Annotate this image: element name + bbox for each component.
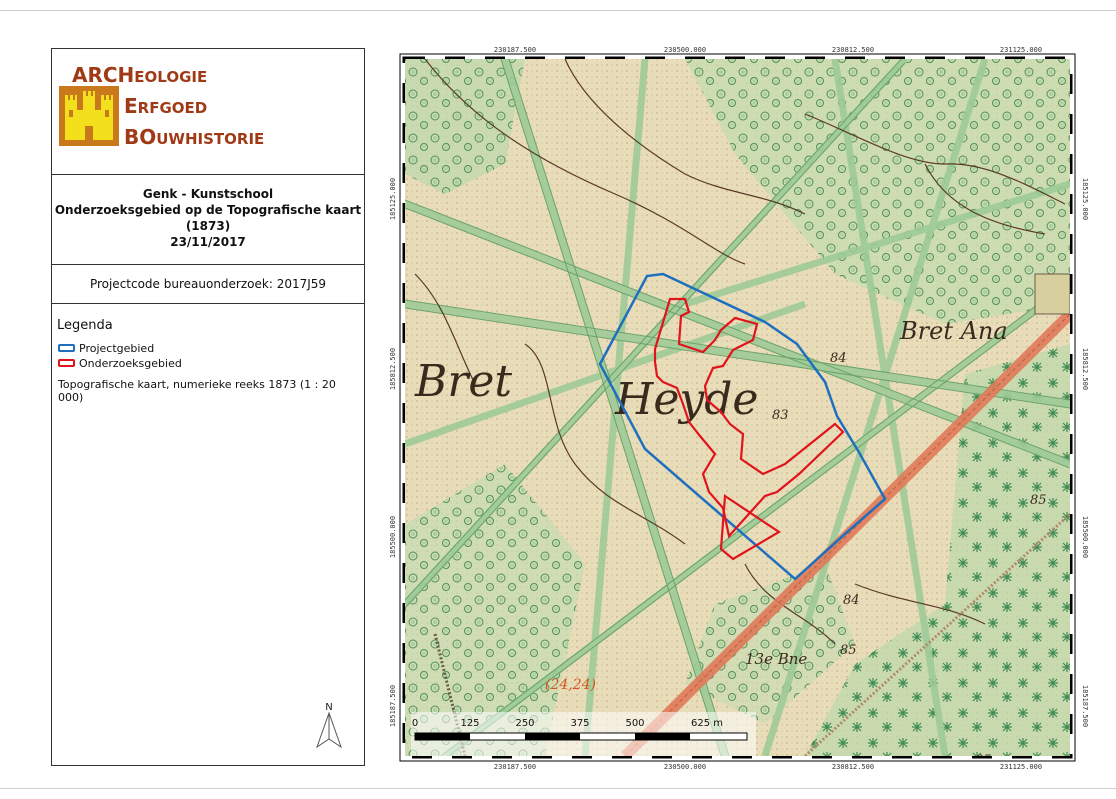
- legend-item-onderzoeksgebied: Onderzoeksgebied: [58, 356, 182, 370]
- logo-line-1: ARCHEOLOGIE: [72, 63, 208, 87]
- legend-basemap-note: Topografische kaart, numerieke reeks 187…: [58, 378, 336, 404]
- projectgebied-boundary: [598, 272, 887, 581]
- scalebar-label: 125: [460, 718, 479, 729]
- y-tick-left: 185187.500: [389, 685, 397, 727]
- legend-swatch-red: [58, 359, 75, 367]
- y-tick-right: 185812.500: [1081, 348, 1089, 390]
- topographic-map[interactable]: Bret Heyde Bret Ana 83 84 85 84 85 85 13…: [385, 44, 1090, 771]
- map-label-84: 84: [830, 351, 847, 366]
- map-label-85: 85: [1030, 493, 1047, 508]
- y-tick-right: 185500.000: [1081, 516, 1089, 558]
- map-label-85b: 85: [840, 643, 857, 658]
- y-tick-left: 185125.000: [389, 178, 397, 220]
- y-tick-left: 185500.000: [389, 516, 397, 558]
- y-tick-left: 185812.500: [389, 348, 397, 390]
- x-tick-bottom: 230500.000: [664, 763, 706, 770]
- scalebar-label: 0: [412, 718, 418, 729]
- title-line-3: (1873): [185, 219, 231, 233]
- x-tick-top: 230500.000: [664, 46, 706, 54]
- legend-swatch-blue: [58, 344, 75, 352]
- x-tick-top: 230187.500: [494, 46, 536, 54]
- x-tick-bottom: 231125.000: [1000, 763, 1042, 770]
- legend-title: Legenda: [57, 318, 113, 333]
- scalebar-label: 500: [625, 718, 644, 729]
- legend-label: Onderzoeksgebied: [79, 356, 182, 370]
- map-label-bret-ana: Bret Ana: [899, 317, 1008, 345]
- title-line-2: Onderzoeksgebied op de Topografische kaa…: [54, 203, 362, 217]
- north-arrow-icon: N: [314, 699, 344, 749]
- logo-line-3: BOUWHISTORIE: [124, 125, 265, 149]
- x-tick-bottom: 230187.500: [494, 763, 536, 770]
- x-tick-bottom: 230812.500: [832, 763, 874, 770]
- map-label-road-number: (24,24): [545, 677, 596, 693]
- scalebar-label: 625 m: [691, 718, 723, 729]
- y-tick-right: 185187.500: [1081, 685, 1089, 727]
- map-frame[interactable]: Bret Heyde Bret Ana 83 84 85 84 85 85 13…: [385, 44, 1090, 771]
- x-tick-top: 231125.000: [1000, 46, 1042, 54]
- map-label-84b: 84: [843, 593, 860, 608]
- legend-label: Projectgebied: [79, 341, 155, 355]
- info-panel: ARCHEOLOGIE ERFGOED BOUWHISTORIE Genk - …: [51, 48, 365, 766]
- y-tick-right: 185125.000: [1081, 178, 1089, 220]
- project-code: Projectcode bureauonderzoek: 2017J59: [52, 265, 364, 304]
- map-label-heyde: Heyde: [614, 374, 758, 425]
- map-label-85c: 85: [975, 753, 992, 768]
- map-label-83: 83: [772, 408, 789, 423]
- castle-icon: [59, 86, 119, 146]
- logo: ARCHEOLOGIE ERFGOED BOUWHISTORIE: [52, 49, 364, 175]
- scale-bar: 0 125 250 375 500 625 m: [411, 712, 756, 756]
- onderzoeksgebied-boundary: [653, 297, 845, 539]
- x-tick-top: 230812.500: [832, 46, 874, 54]
- north-label: N: [325, 702, 332, 713]
- scalebar-label: 375: [570, 718, 589, 729]
- top-border: [0, 10, 1116, 11]
- title-line-1: Genk - Kunstschool: [142, 187, 274, 201]
- map-label-13e-bne: 13e Bne: [745, 650, 807, 668]
- legend-item-projectgebied: Projectgebied: [58, 341, 154, 355]
- scalebar-label: 250: [515, 718, 534, 729]
- bottom-border: [0, 788, 1116, 789]
- title-line-4: 23/11/2017: [170, 235, 246, 249]
- map-label-bret: Bret: [414, 356, 512, 407]
- logo-line-2: ERFGOED: [124, 94, 208, 118]
- map-title-block: Genk - Kunstschool Onderzoeksgebied op d…: [52, 175, 364, 265]
